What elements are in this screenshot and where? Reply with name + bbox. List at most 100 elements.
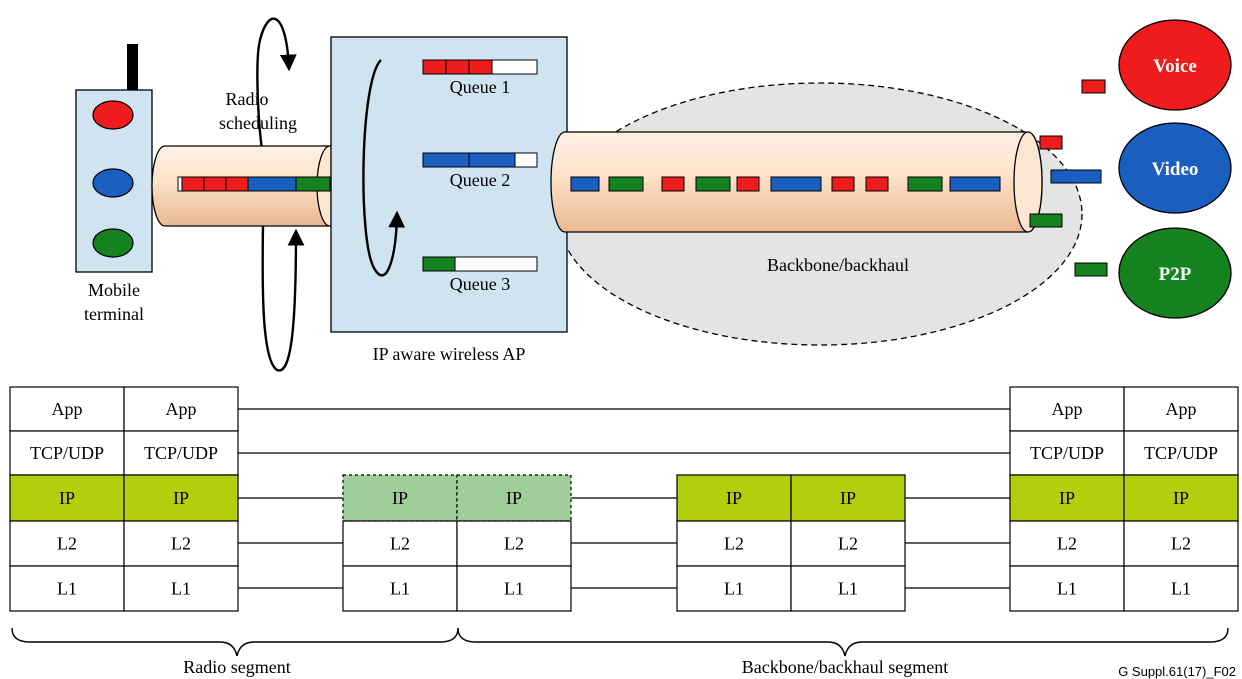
protocol-stacks: AppTCP/UDPIPL2L1AppTCP/UDPIPL2L1AppTCP/U… (9, 386, 1239, 612)
queue-1-packet (445, 59, 470, 75)
stack-label-l1: L1 (171, 579, 191, 599)
queue-1-label: Queue 1 (450, 77, 510, 97)
video-service-circle (1118, 122, 1232, 214)
stack-label-ip: IP (1059, 488, 1075, 508)
stack-label-app: App (1052, 399, 1083, 419)
stack-label-l2: L2 (1057, 534, 1077, 554)
stack-cell-app (1009, 386, 1125, 432)
radio-packet-green (295, 176, 331, 192)
queue-2-label: Queue 2 (450, 170, 510, 190)
stack-label-l2: L2 (724, 534, 744, 554)
stack-cell-app (9, 386, 125, 432)
stack-label-tcp-udp: TCP/UDP (1144, 443, 1218, 463)
stack-label-l1: L1 (57, 579, 77, 599)
stack-label-l1: L1 (1171, 579, 1191, 599)
queue-1-packet (422, 59, 447, 75)
radio-packet-red (203, 176, 227, 192)
radio-segment-brace (11, 627, 459, 657)
voice-packet (1081, 79, 1106, 94)
backbone-packet-red (831, 176, 855, 192)
queue-2-packet (468, 152, 516, 168)
terminal-antenna (127, 44, 138, 90)
stack-label-app: App (166, 399, 197, 419)
stack-cell-l2 (342, 520, 458, 567)
p2p-service-label: P2P (1159, 264, 1192, 285)
stack-label-ip: IP (392, 488, 408, 508)
stack-cell-l1 (456, 565, 572, 612)
queue-3-label: Queue 3 (450, 274, 510, 294)
radio-packet-red (225, 176, 249, 192)
video-service-label: Video (1152, 159, 1199, 180)
backbone-segment-label: Backbone/backhaul segment (742, 657, 948, 677)
stack-cell-l1 (123, 565, 239, 612)
voice-service-label: Voice (1153, 56, 1197, 77)
stack-cell-l2 (1123, 520, 1239, 567)
stack-cell-ip (1009, 474, 1125, 522)
backbone-packet-green (695, 176, 731, 192)
backbone-pipe-packets (570, 176, 1001, 192)
stack-label-l2: L2 (1171, 534, 1191, 554)
stack-cell-l1 (676, 565, 792, 612)
terminal-red-indicator (92, 100, 134, 130)
radio-scheduling-label-line2: scheduling (219, 113, 297, 133)
outgoing-red-packet (1039, 135, 1063, 150)
stack-label-app: App (52, 399, 83, 419)
radio-scheduling-loop-bottom (261, 225, 305, 372)
stack-label-ip: IP (59, 488, 75, 508)
stack-label-tcp-udp: TCP/UDP (144, 443, 218, 463)
stack-label-ip: IP (726, 488, 742, 508)
p2p-service-circle (1118, 227, 1232, 319)
p2p-packet (1074, 262, 1108, 277)
radio-packet-red (181, 176, 205, 192)
stack-label-l1: L1 (838, 579, 858, 599)
backbone-segment-brace (457, 627, 1229, 657)
stack-label-l2: L2 (504, 534, 524, 554)
radio-pipe-packets (177, 176, 337, 192)
stack-label-l1: L1 (504, 579, 524, 599)
backbone-label: Backbone/backhaul (767, 255, 909, 275)
stack-label-app: App (1166, 399, 1197, 419)
queue-1-packet (468, 59, 493, 75)
stack-cell-l2 (9, 520, 125, 567)
stack-label-ip: IP (173, 488, 189, 508)
wireless-ap-label: IP aware wireless AP (373, 344, 526, 364)
mobile-terminal (75, 44, 153, 273)
stack-cell-ip (456, 474, 572, 522)
stack-cell-l2 (676, 520, 792, 567)
stack-cell-l1 (790, 565, 906, 612)
radio-scheduling-label-line1: Radio (226, 89, 269, 109)
ap-queues: Queue 1 Queue 2 Queue 3 (422, 59, 538, 294)
backbone-packet-red (736, 176, 760, 192)
stack-cell-ip (1123, 474, 1239, 522)
backbone-packet-green (907, 176, 943, 192)
stack-cell-ip (790, 474, 906, 522)
stack-label-ip: IP (1173, 488, 1189, 508)
outgoing-green-packet (1029, 213, 1063, 228)
stack-label-l2: L2 (171, 534, 191, 554)
mobile-terminal-label-line1: Mobile (88, 280, 140, 300)
backbone-packet-red (661, 176, 685, 192)
stack-cell-l2 (123, 520, 239, 567)
backbone-packet-blue (770, 176, 822, 192)
stack-label-l1: L1 (724, 579, 744, 599)
queue-3-packet (422, 256, 456, 272)
mobile-terminal-label-line2: terminal (84, 304, 144, 324)
stack-cell-l1 (1123, 565, 1239, 612)
stack-cell-l2 (790, 520, 906, 567)
radio-segment-label: Radio segment (183, 657, 290, 677)
stack-label-ip: IP (840, 488, 856, 508)
stack-cell-l1 (9, 565, 125, 612)
stack-label-l2: L2 (838, 534, 858, 554)
stack-label-l2: L2 (57, 534, 77, 554)
radio-packet-blue (247, 176, 297, 192)
backbone-packet-blue (949, 176, 1001, 192)
terminal-blue-indicator (92, 168, 134, 198)
stack-cell-ip (9, 474, 125, 522)
ap-scheduling-loop (362, 59, 406, 277)
stack-label-l1: L1 (1057, 579, 1077, 599)
backbone-packet-green (608, 176, 644, 192)
figure-id: G Suppl.61(17)_F02 (1118, 664, 1236, 679)
voice-service-circle (1118, 19, 1232, 111)
stack-label-l1: L1 (390, 579, 410, 599)
